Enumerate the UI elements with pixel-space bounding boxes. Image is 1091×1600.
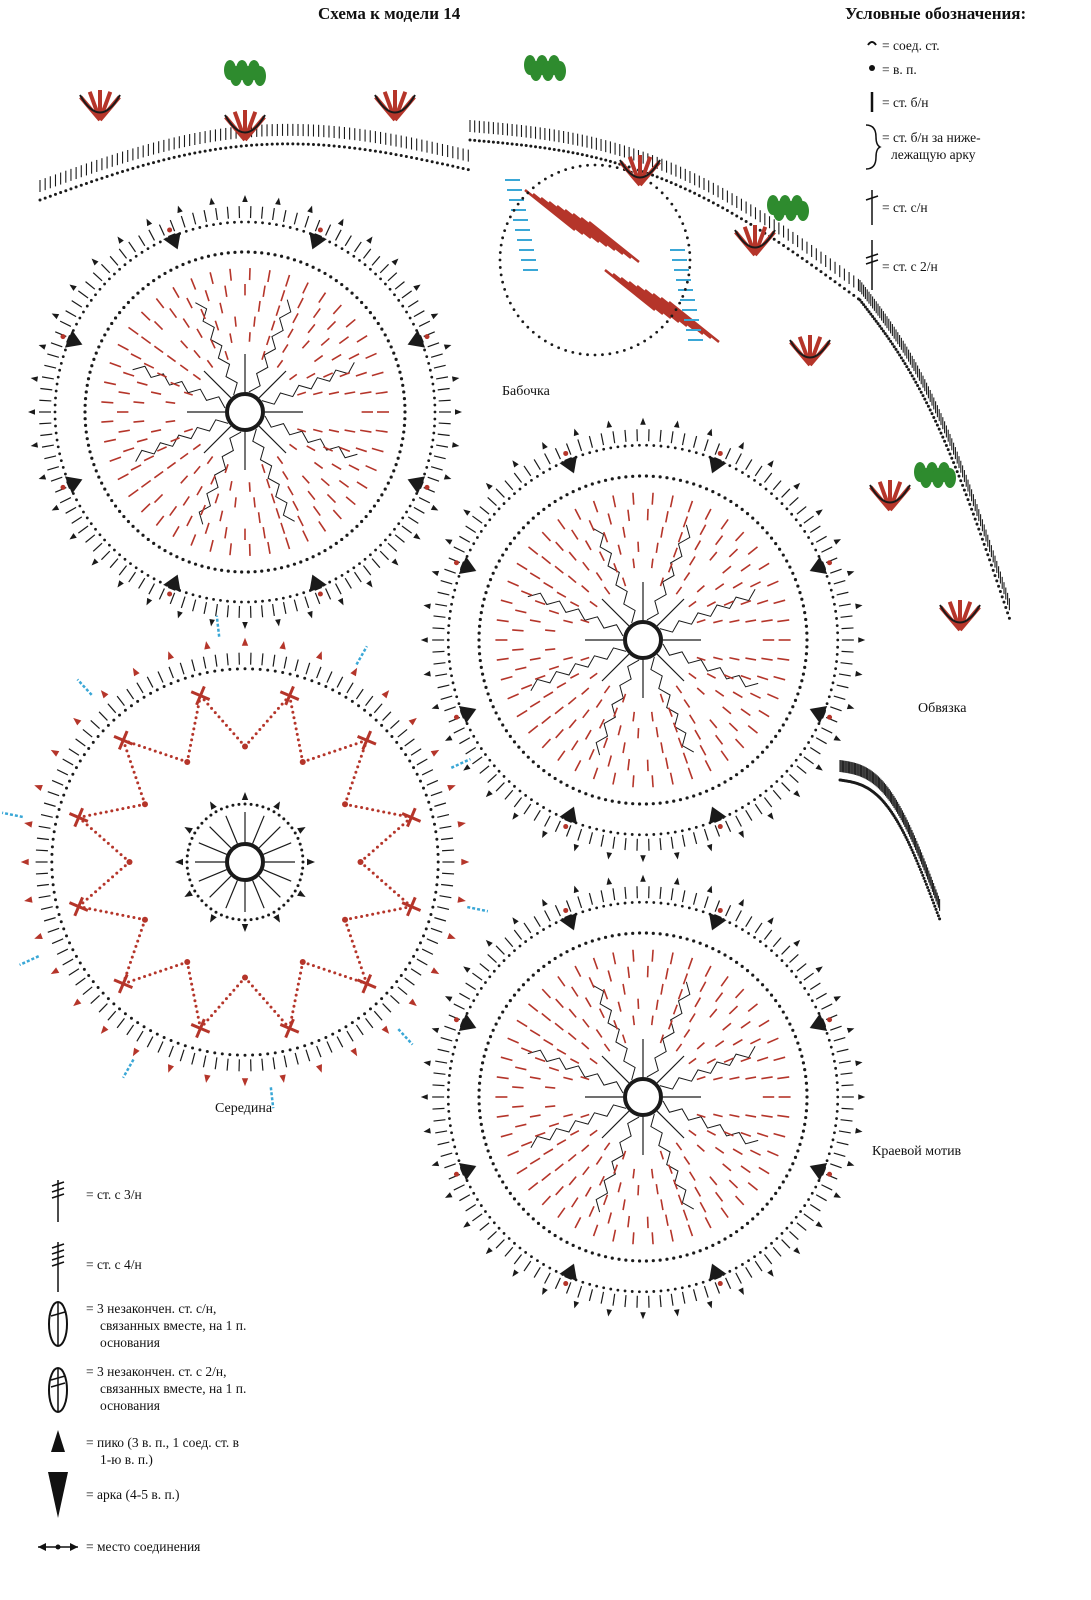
butterfly-motif — [498, 163, 720, 357]
cluster-3dc-symbol — [48, 1301, 68, 1347]
legend-picot-1: = пико (3 в. п., 1 соед. ст. в — [86, 1435, 239, 1450]
join-point-symbol — [38, 1543, 78, 1551]
page-title: Схема к модели 14 — [318, 4, 461, 23]
legend-arc: = арка (4-5 в. п.) — [86, 1487, 180, 1502]
edging-layer — [38, 55, 1011, 921]
chain-stitch-symbol — [869, 65, 875, 71]
triple-treble-symbol — [51, 1180, 65, 1222]
motifs-layer — [1, 195, 866, 1320]
legend-sc-under-arc-2: лежащую арку — [891, 147, 976, 162]
arc-symbol — [48, 1472, 68, 1518]
legend-cluster-dc-1: = 3 незакончен. ст. с/н, — [86, 1301, 217, 1316]
legend-cluster-tr-2: связанных вместе, на 1 п. — [100, 1381, 247, 1396]
legend-join-point: = место соединения — [86, 1539, 201, 1554]
quadruple-treble-symbol — [51, 1242, 65, 1292]
legend-triple-treble: = ст. с 3/н — [86, 1187, 142, 1202]
cluster-3tr-symbol — [48, 1367, 68, 1413]
legend-quadruple-treble: = ст. с 4/н — [86, 1257, 142, 1272]
legend-cluster-tr-3: основания — [100, 1398, 160, 1413]
motif-top-left — [28, 195, 462, 629]
motif-edge — [420, 874, 866, 1320]
legend-cluster-tr-1: = 3 незакончен. ст. с 2/н, — [86, 1364, 227, 1379]
picot-symbol — [51, 1430, 65, 1452]
slip-stitch-symbol — [867, 41, 877, 46]
double-crochet-symbol — [865, 190, 879, 225]
motif-middle-star — [1, 615, 489, 1109]
label-butterfly: Бабочка — [502, 384, 550, 399]
treble-crochet-symbol — [865, 240, 879, 290]
legend-slip-stitch: = соед. ст. — [882, 38, 940, 53]
legend-single-crochet: = ст. б/н — [882, 95, 929, 110]
edging-border — [38, 55, 1011, 921]
legend-double-crochet: = ст. с/н — [882, 200, 928, 215]
legend-treble-crochet: = ст. с 2/н — [882, 259, 938, 274]
legend-picot-2: 1-ю в. п.) — [100, 1452, 153, 1467]
label-edge-motif: Краевой мотив — [872, 1144, 962, 1159]
label-middle: Середина — [215, 1101, 273, 1116]
legend-sc-under-arc-1: = ст. б/н за ниже- — [882, 130, 981, 145]
motif-center — [420, 417, 866, 863]
label-edging: Обвязка — [918, 701, 967, 716]
legend-title: Условные обозначения: — [845, 4, 1027, 23]
legend-chain: = в. п. — [882, 62, 917, 77]
legend-cluster-dc-2: связанных вместе, на 1 п. — [100, 1318, 247, 1333]
single-crochet-under-arc-symbol — [865, 124, 882, 170]
legend-symbols — [38, 41, 882, 1551]
legend-cluster-dc-3: основания — [100, 1335, 160, 1350]
